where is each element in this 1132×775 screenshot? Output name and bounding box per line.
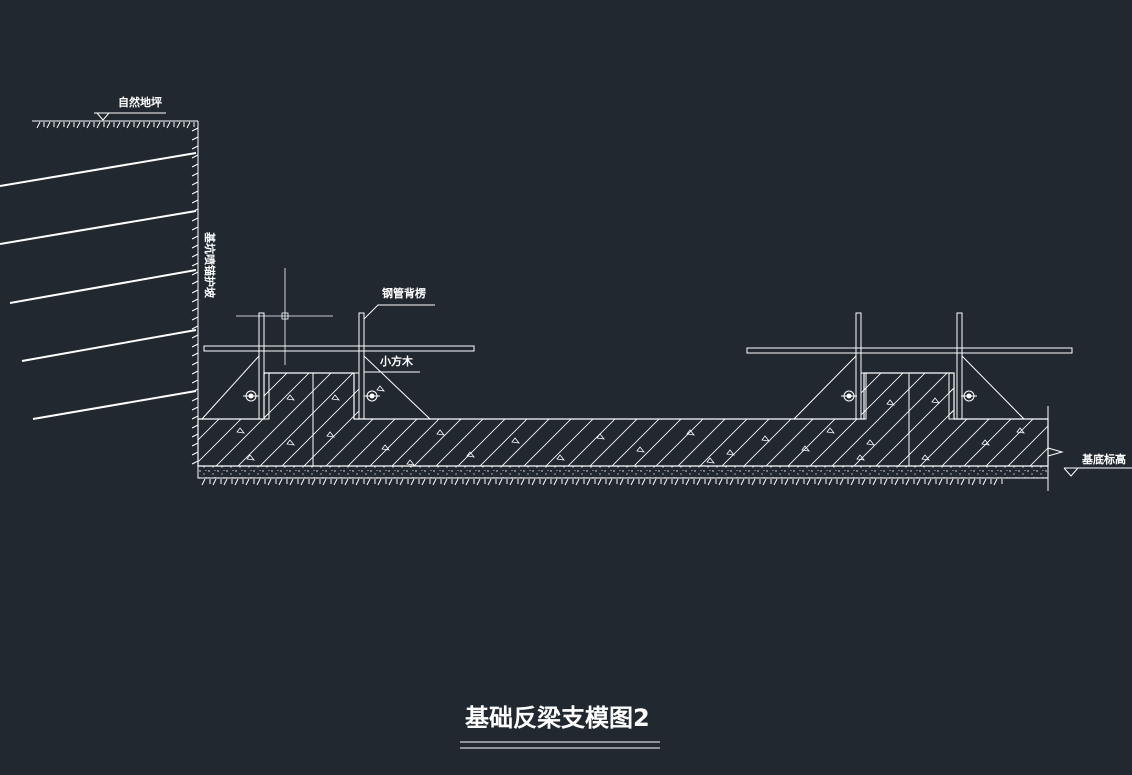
label-natural-ground: 自然地坪 xyxy=(118,95,162,109)
bolt-right-1 xyxy=(841,390,857,402)
label-base-elevation: 基底标高 xyxy=(1081,452,1126,466)
soil-anchors xyxy=(0,152,197,420)
bolt-right-2 xyxy=(961,390,977,402)
label-small-square: 小方木 xyxy=(379,354,414,368)
foundation-slab xyxy=(197,372,1049,467)
bolt-left-2 xyxy=(364,390,380,402)
slope-wall xyxy=(191,121,199,478)
label-steel-pipe: 钢管背楞 xyxy=(382,286,426,300)
bolt-left-1 xyxy=(243,390,259,402)
label-slope-support: 基坑喷锚护坡 xyxy=(203,231,217,299)
base-elevation-marker xyxy=(1047,406,1132,491)
drawing-title: 基础反梁支模图2 xyxy=(465,704,650,732)
cushion-layer xyxy=(197,465,1049,486)
formwork-left xyxy=(201,268,475,420)
natural-ground xyxy=(32,112,198,129)
formwork-right xyxy=(746,312,1073,420)
title-underline xyxy=(460,741,660,749)
